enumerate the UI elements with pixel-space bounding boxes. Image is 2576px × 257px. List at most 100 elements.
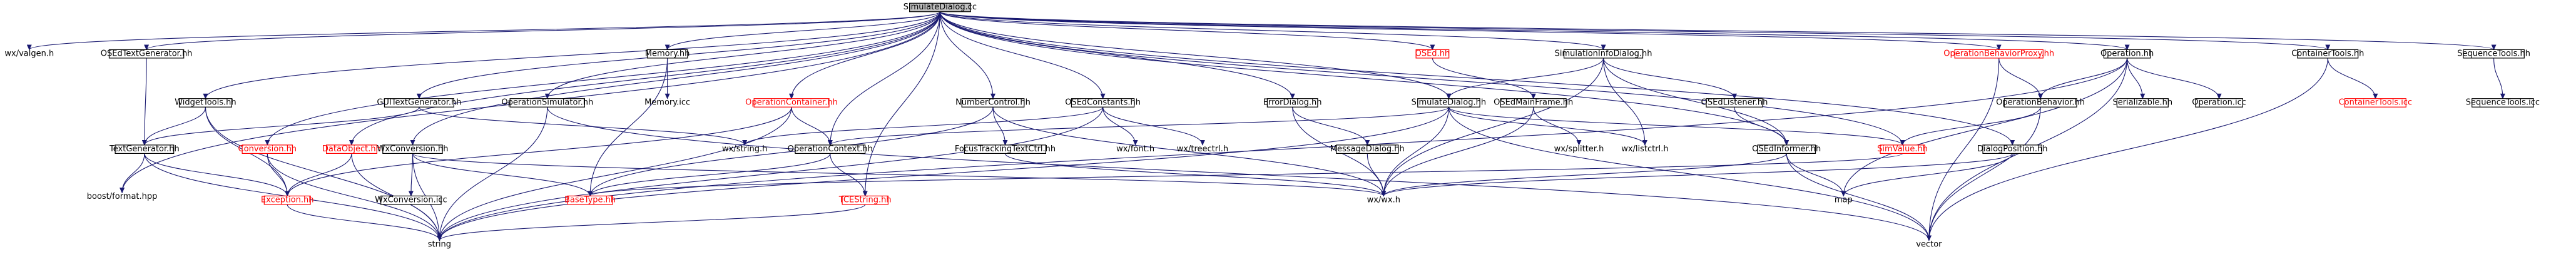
- edge-simvalue-to-basetype: [588, 153, 1903, 197]
- node-dialogposition[interactable]: DialogPosition.hh: [1977, 144, 2048, 154]
- edge-guitextgen-to-textgen: [142, 106, 420, 146]
- edge-textgen-to-exception: [144, 153, 290, 197]
- node-wxstring: wx/string.h: [722, 144, 767, 154]
- node-wxconversion[interactable]: WxConversion.hh: [377, 144, 449, 154]
- edge-wxconversion-to-wxconvicc: [408, 153, 414, 197]
- edge-root-to-osed: [939, 11, 1435, 51]
- node-box: [2103, 49, 2151, 59]
- edge-errordialog-to-messagedialog: [1292, 107, 1370, 146]
- node-label: OperationSimulator.hh: [501, 98, 593, 108]
- node-errordialog[interactable]: ErrorDialog.hh: [1263, 98, 1322, 108]
- edge-osedtextgen-to-textgen: [141, 58, 147, 146]
- node-containertools[interactable]: ContainerTools.hh: [2291, 49, 2364, 59]
- edge-osedmainframe-to-wxsplitter: [1533, 107, 1582, 146]
- node-memory[interactable]: Memory.hh: [645, 49, 690, 59]
- edge-osedinformer-to-wxwx: [1381, 153, 1787, 197]
- edge-dialogposition-to-map: [1841, 153, 2013, 197]
- edge-root-to-dataobject: [349, 11, 940, 146]
- node-label: OperationBehaviorProxy.hh: [1943, 49, 2054, 59]
- node-label: Serializable.hh: [2112, 98, 2172, 108]
- node-label: boost/format.hpp: [87, 192, 158, 201]
- node-boostformat: boost/format.hpp: [87, 192, 158, 201]
- node-label: BaseType.hh: [564, 196, 616, 205]
- node-focustracking[interactable]: FocusTrackingTextCtrl.hh: [955, 144, 1056, 154]
- node-box: [1880, 144, 1925, 154]
- edge-opsim-to-string: [437, 107, 548, 241]
- node-sequencetoolsicc[interactable]: SequenceTools.icc: [2466, 98, 2540, 108]
- node-label: DialogPosition.hh: [1977, 144, 2048, 154]
- node-simdialoghh[interactable]: SimulateDialog.hh: [1412, 98, 1486, 108]
- node-label: map: [1835, 196, 1853, 205]
- node-containertoolsicc[interactable]: ContainerTools.icc: [2339, 98, 2413, 108]
- node-box: [753, 98, 830, 108]
- node-exception[interactable]: Exception.hh: [261, 196, 314, 205]
- edge-sequencetools-to-sequencetoolsicc: [2493, 58, 2505, 99]
- node-osedconstants[interactable]: OSEdConstants.hh: [1065, 98, 1141, 108]
- node-osedtextgen[interactable]: OSEdTextGenerator.hh: [101, 49, 193, 59]
- node-label: Exception.hh: [261, 196, 314, 205]
- edge-root-to-operation: [939, 11, 2130, 51]
- node-opsim[interactable]: OperationSimulator.hh: [501, 98, 593, 108]
- node-wxtreectrl: wx/treectrl.h: [1177, 144, 1228, 154]
- node-guitextgen[interactable]: GUITextGenerator.hh: [377, 98, 461, 108]
- edge-siminfodialog-to-osedlistener: [1603, 58, 1737, 99]
- edge-numbercontrol-to-focustracking: [992, 107, 1008, 146]
- node-osedmainframe[interactable]: OSEdMainFrame.hh: [1494, 98, 1573, 108]
- node-box: [242, 144, 293, 154]
- node-messagedialog[interactable]: MessageDialog.hh: [1330, 144, 1405, 154]
- node-box: [1415, 49, 1450, 59]
- node-wxconvicc[interactable]: WxConversion.icc: [375, 196, 447, 205]
- node-label: vector: [1916, 239, 1942, 249]
- node-osed[interactable]: OSEd.hh: [1415, 49, 1450, 59]
- edge-messagedialog-to-wxwx: [1367, 153, 1387, 197]
- node-wxsplitter: wx/splitter.h: [1554, 144, 1604, 154]
- edge-numbercontrol-to-wxwx: [992, 107, 1387, 197]
- node-tcestring[interactable]: TCEString.hh: [838, 196, 892, 205]
- node-box: [2344, 98, 2406, 108]
- node-label: WidgetTools.hh: [175, 98, 236, 108]
- node-opcontext[interactable]: OperationContext.hh: [788, 144, 873, 154]
- node-opbehavior[interactable]: OperationBehavior.hh: [1996, 98, 2085, 108]
- node-dataobject[interactable]: DataObject.hh: [322, 144, 381, 154]
- node-textgen[interactable]: TextGenerator.hh: [109, 144, 180, 154]
- edge-opcontainer-to-opcontext: [791, 107, 833, 146]
- node-operation[interactable]: Operation.hh: [2100, 49, 2154, 59]
- node-basetype[interactable]: BaseType.hh: [564, 196, 616, 205]
- node-conversion[interactable]: Conversion.hh: [238, 144, 297, 154]
- node-opbehaviorproxy[interactable]: OperationBehaviorProxy.hh: [1943, 49, 2054, 59]
- node-box: [2116, 98, 2169, 108]
- node-box: [509, 98, 585, 108]
- edge-operation-to-map: [1841, 58, 2128, 197]
- edge-root-to-memory: [664, 11, 940, 51]
- node-label: TCEString.hh: [838, 196, 892, 205]
- node-label: SimulationInfoDialog.hh: [1555, 49, 1652, 59]
- node-box: [384, 98, 454, 108]
- node-label: OperationContainer.hh: [745, 98, 838, 108]
- node-siminfodialog[interactable]: SimulationInfoDialog.hh: [1555, 49, 1652, 59]
- node-box: [1266, 98, 1318, 108]
- node-numbercontrol[interactable]: NumberControl.hh: [955, 98, 1031, 108]
- node-box: [108, 49, 185, 59]
- node-sequencetools[interactable]: SequenceTools.hh: [2457, 49, 2530, 59]
- edge-operation-to-serializable: [2127, 58, 2146, 99]
- edge-osedlistener-to-osedinformer: [1734, 107, 1789, 146]
- node-wxwx: wx/wx.h: [1367, 196, 1400, 205]
- node-osedlistener[interactable]: OSEdListener.hh: [1701, 98, 1768, 108]
- node-box: [567, 195, 613, 205]
- node-label: FocusTrackingTextCtrl.hh: [955, 144, 1056, 154]
- node-wxfont: wx/font.h: [1116, 144, 1154, 154]
- node-operationicc[interactable]: Operation.icc: [2192, 98, 2246, 108]
- edge-simdialoghh-to-simvalue: [1448, 106, 1905, 146]
- node-label: string: [428, 239, 451, 249]
- edge-osedconstants-to-wxfont: [1102, 107, 1138, 146]
- node-label: OSEdInformer.hh: [1752, 144, 1821, 154]
- node-osedinformer[interactable]: OSEdInformer.hh: [1752, 144, 1821, 154]
- node-widgettools[interactable]: WidgetTools.hh: [175, 98, 237, 108]
- node-simvalue[interactable]: SimValue.hh: [1877, 144, 1928, 154]
- node-label: MessageDialog.hh: [1330, 144, 1405, 154]
- edge-root-to-opcontainer: [789, 11, 940, 99]
- node-serializable[interactable]: Serializable.hh: [2112, 98, 2172, 108]
- node-opcontainer[interactable]: OperationContainer.hh: [745, 98, 838, 108]
- node-root[interactable]: SimulateDialog.cc: [904, 3, 977, 13]
- node-valgen: wx/valgen.h: [4, 49, 54, 59]
